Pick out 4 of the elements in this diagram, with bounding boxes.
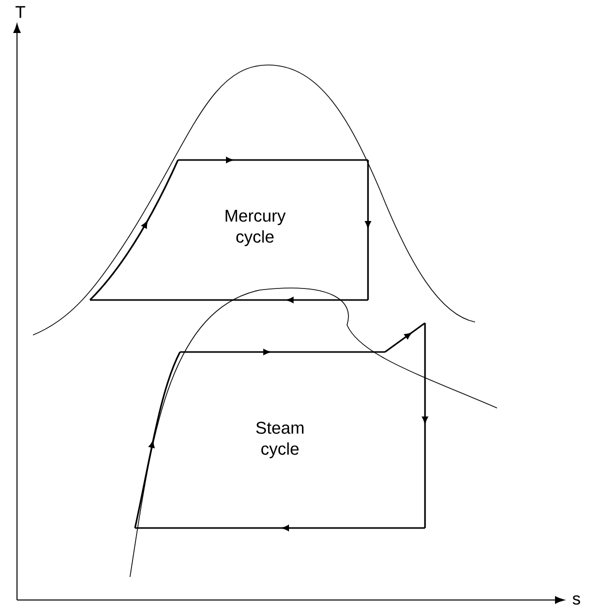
cycle-label: Mercury cycle [226, 210, 286, 246]
axis-label: s [572, 595, 580, 605]
axis-label: T [16, 6, 26, 18]
cycle-label: Steam cycle [256, 422, 304, 458]
